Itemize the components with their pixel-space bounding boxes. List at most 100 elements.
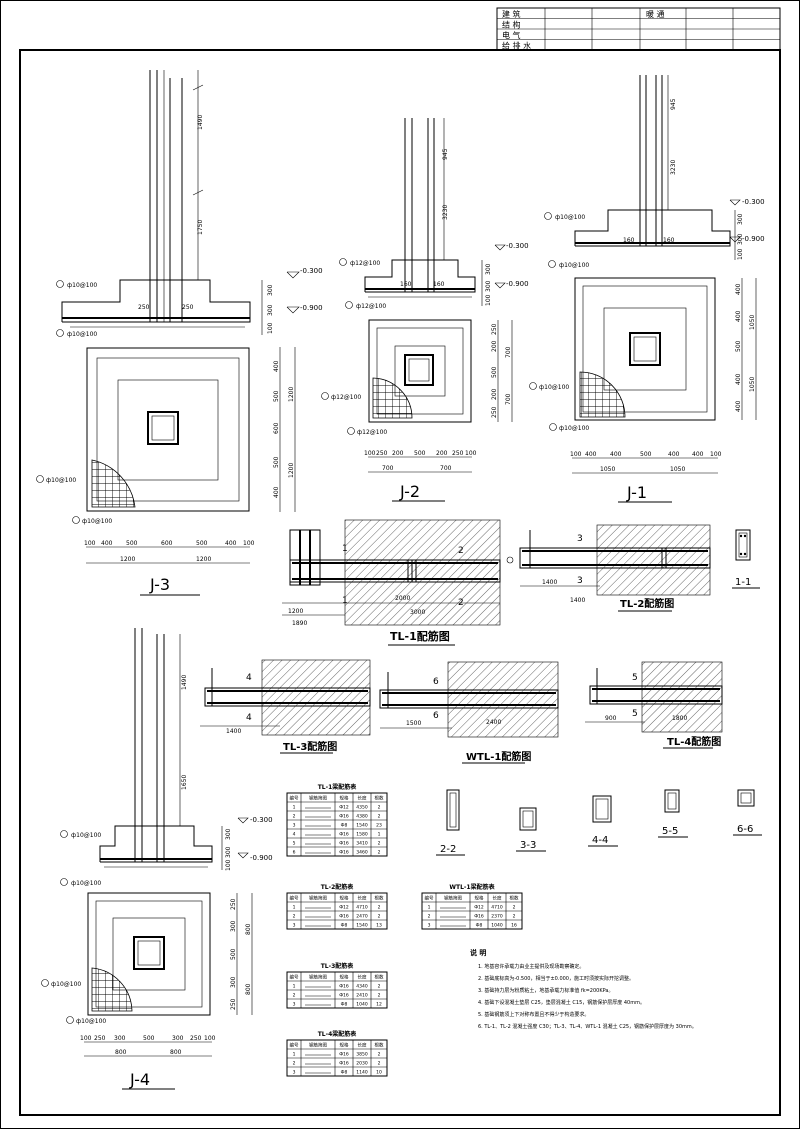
tl3-title: TL-3配筋图 xyxy=(283,740,337,753)
rebar-table-cell: 2 xyxy=(378,850,381,856)
note-line-6: 6. TL-1、TL-2 混凝土强度 C30；TL-3、TL-4、WTL-1 混… xyxy=(478,1023,697,1030)
rebar-table-cell: 1 xyxy=(293,984,296,990)
j1-side-5: 400 xyxy=(735,400,742,412)
j2-bot-4: 500 xyxy=(414,450,426,457)
wtl1-dim-2: 2400 xyxy=(486,719,501,726)
rebar-table-cell: 2 xyxy=(293,914,296,920)
rebar-table-header: 根数 xyxy=(375,1042,384,1049)
rebar-table-cell: 2030 xyxy=(356,1061,368,1067)
j4-side-4: 300 xyxy=(230,976,237,988)
j2-bot-6: 250 xyxy=(452,450,464,457)
rebar-table-header: 规格 xyxy=(340,1042,349,1049)
section-2-2: 2-2 xyxy=(436,789,465,856)
rebar-table-cell: Ф12 xyxy=(474,905,484,911)
j2-title: J-2 xyxy=(399,482,420,501)
j3-vert-2: 300 xyxy=(267,304,274,316)
note-line-3: 3. 基础持力层为粉质粘土，地基承载力标准值 fk=200KPa。 xyxy=(478,987,613,994)
rebar-table-cell: 3 xyxy=(293,1002,296,1008)
j3-bot-3: 500 xyxy=(126,540,138,547)
j4-sidehalf-1: 800 xyxy=(245,923,252,935)
j2-side-1: 250 xyxy=(491,323,498,335)
j4-vert-2: 300 xyxy=(225,846,232,858)
j2-side-4: 200 xyxy=(491,388,498,400)
rebar-table-cell: Ф16 xyxy=(339,993,349,999)
j3-title: J-3 xyxy=(149,575,170,594)
tb-row-plumb: 给 排 水 xyxy=(502,41,531,51)
footing-j1-section: 945 3230 160 160 ф10@100 ф10@100 300 300… xyxy=(544,75,765,269)
rebar-table-cell: Ф16 xyxy=(339,832,349,838)
j1-title: J-1 xyxy=(626,483,647,502)
rebar-table-cell: 10 xyxy=(376,1070,382,1076)
rebar-table-cell: 2 xyxy=(378,841,381,847)
rebar-table-header: 钢筋简图 xyxy=(309,974,327,981)
rebar-table-title: TL-4梁配筋表 xyxy=(318,1030,358,1038)
j2-vert-2: 300 xyxy=(485,280,492,292)
rebar-table-cell: 2 xyxy=(378,805,381,811)
rebar-table-cell: 1 xyxy=(428,905,431,911)
note-line-5: 5. 基础钢筋须上下对称布置且不得少于构造要求。 xyxy=(478,1011,589,1018)
rebar-table-header: 规格 xyxy=(475,895,484,902)
rebar-table-header: 钢筋简图 xyxy=(309,895,327,902)
j4-rebar-top: ф10@100 xyxy=(71,832,101,839)
j1-bot-4: 500 xyxy=(640,451,652,458)
j1-half-2: 1050 xyxy=(670,466,685,473)
rebar-table-cell: Ф8 xyxy=(476,923,483,929)
j2-bot-1: 100 xyxy=(364,450,376,457)
rebar-table-title: TL-1梁配筋表 xyxy=(318,783,358,791)
j2-vert-3: 100 xyxy=(485,294,492,306)
rebar-table-header: 根数 xyxy=(375,795,384,802)
j4-bot-5: 300 xyxy=(172,1035,184,1042)
j4-title: J-4 xyxy=(129,1070,150,1089)
j2-bot-5: 200 xyxy=(436,450,448,457)
j3-side-4: 500 xyxy=(273,456,280,468)
tl2-dim-1: 1400 xyxy=(542,579,557,586)
j2-bot-2: 250 xyxy=(376,450,388,457)
j4-plan-rebar-2: ф10@100 xyxy=(76,1018,106,1025)
footing-j3-plan: ф10@100 ф10@100 400 500 600 500 400 1200… xyxy=(36,347,296,596)
design-notes: 说 明 1. 地基容许承载力由业主提供及现场勘察确定。 2. 基础底标高为-0.… xyxy=(470,948,697,1030)
s55-title: 5-5 xyxy=(662,826,678,837)
j3-vert-1: 300 xyxy=(267,284,274,296)
j3-side-3: 600 xyxy=(273,422,280,434)
tb-row-struct: 结 构 xyxy=(502,20,521,30)
j1-side-2: 400 xyxy=(735,310,742,322)
j1-side-1: 400 xyxy=(735,283,742,295)
wtl1-cut-6: 6 xyxy=(433,677,439,687)
j4-bot-6: 250 xyxy=(190,1035,202,1042)
rebar-table-cell: 2 xyxy=(293,1061,296,1067)
j1-col-dim-top: 945 xyxy=(670,98,677,110)
beam-tl1-detail: 1 1 2 2 1200 2000 1890 3000 TL-1配筋图 xyxy=(282,519,514,646)
rebar-table-cell: 2 xyxy=(378,1061,381,1067)
j4-bot-7: 100 xyxy=(204,1035,216,1042)
rebar-table-header: 根数 xyxy=(510,895,519,902)
wtl1-cut-6b: 6 xyxy=(433,711,439,721)
rebar-table-cell: Ф16 xyxy=(474,914,484,920)
rebar-table-cell: 2 xyxy=(428,914,431,920)
j2-side-2: 200 xyxy=(491,340,498,352)
rebar-table-cell: Ф12 xyxy=(339,805,349,811)
rebar-table-header: 规格 xyxy=(340,895,349,902)
j1-plan-rebar-1: ф10@100 xyxy=(539,384,569,391)
footing-j4-plan: ф10@100 ф10@100 250 300 500 300 250 800 … xyxy=(41,892,253,1090)
tl3-dim-1: 1400 xyxy=(226,728,241,735)
rebar-table-cell: 12 xyxy=(376,1002,382,1008)
tl1-dim-4: 3000 xyxy=(410,609,425,616)
j4-plan-rebar-1: ф10@100 xyxy=(51,981,81,988)
rebar-table-cell: Ф12 xyxy=(339,905,349,911)
j2-col-dim-bot: 3230 xyxy=(442,205,449,220)
tl1-cut-2: 2 xyxy=(458,546,464,556)
rebar-table-title: WTL-1梁配筋表 xyxy=(449,883,495,891)
j2-rebar-top: ф12@100 xyxy=(350,260,380,267)
rebar-table-cell: 2 xyxy=(293,993,296,999)
rebar-table-cell: 1040 xyxy=(356,1002,368,1008)
j1-sidehalf-1: 1050 xyxy=(749,315,756,330)
j3-bot-4: 600 xyxy=(161,540,173,547)
j4-bot-2: 250 xyxy=(94,1035,106,1042)
j1-vert-3: 100 xyxy=(737,248,744,260)
rebar-table-header: 编号 xyxy=(290,895,299,902)
j4-side-5: 250 xyxy=(230,998,237,1010)
rebar-table-cell: Ф8 xyxy=(341,823,348,829)
tl1-cut-1: 1 xyxy=(342,544,348,554)
